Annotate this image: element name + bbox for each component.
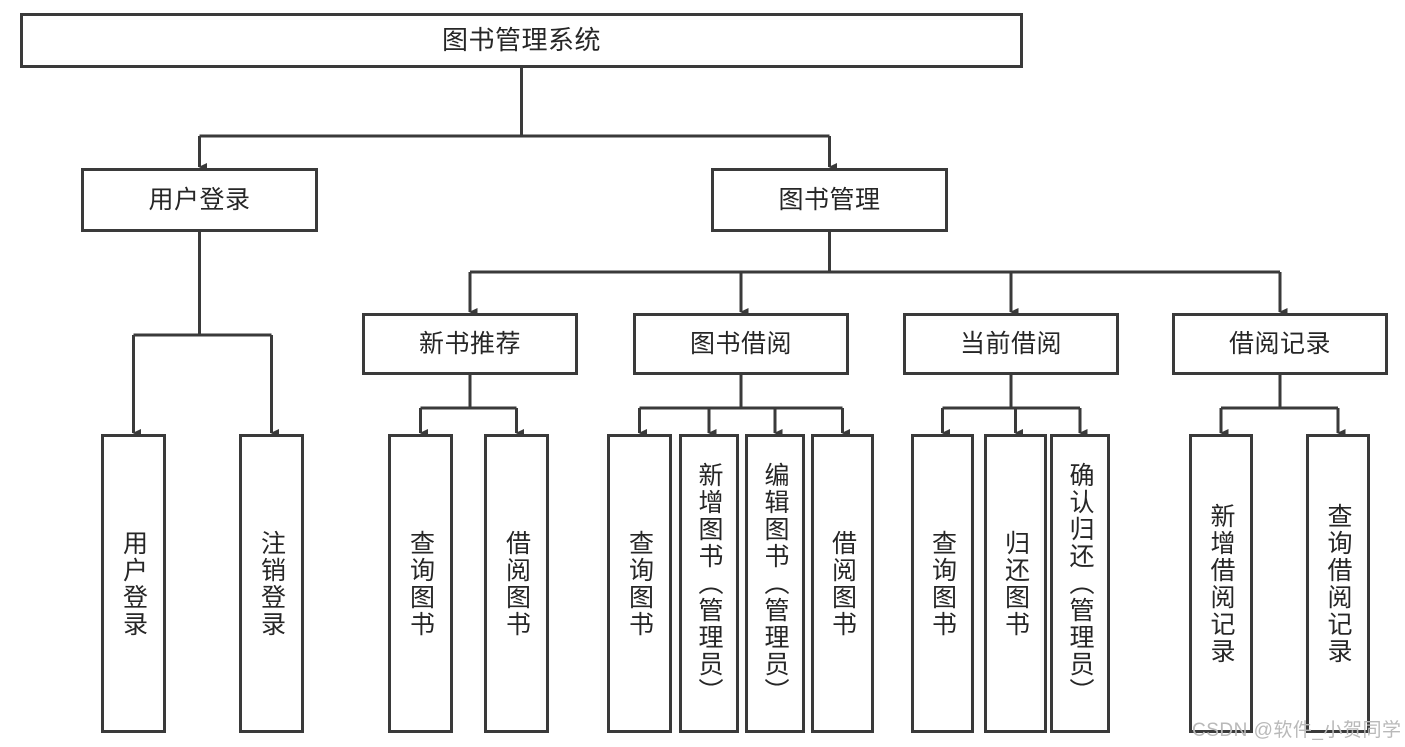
node-label: 用户登录 (119, 529, 148, 638)
connector-lines (132, 68, 1346, 438)
node-label: 图书借阅 (689, 329, 792, 358)
node-borrow-record[interactable]: 借阅记录 (1172, 313, 1388, 375)
node-label: 当前借阅 (959, 329, 1062, 358)
node-leaf-borrow-lend[interactable]: 借阅图书 (811, 434, 874, 733)
node-leaf-borrow-edit[interactable]: 编辑图书（管理员） (745, 434, 805, 733)
node-label: 图书管理系统 (441, 24, 601, 55)
node-label: 注销登录 (257, 529, 286, 638)
node-book-manage[interactable]: 图书管理 (711, 168, 948, 232)
node-leaf-user-logout[interactable]: 注销登录 (239, 434, 304, 733)
node-leaf-borrow-add[interactable]: 新增图书（管理员） (679, 434, 739, 733)
node-label: 新书推荐 (418, 329, 521, 358)
node-label: 用户登录 (148, 185, 251, 214)
node-new-book-rec[interactable]: 新书推荐 (362, 313, 578, 375)
node-leaf-cur-return[interactable]: 归还图书 (984, 434, 1047, 733)
node-label: 新增图书（管理员） (695, 462, 723, 705)
node-leaf-borrow-query[interactable]: 查询图书 (607, 434, 672, 733)
node-leaf-cur-query[interactable]: 查询图书 (911, 434, 974, 733)
node-label: 编辑图书（管理员） (761, 462, 789, 705)
node-label: 新增借阅记录 (1207, 502, 1235, 665)
node-leaf-cur-confirm[interactable]: 确认归还（管理员） (1050, 434, 1110, 733)
node-book-borrow[interactable]: 图书借阅 (633, 313, 849, 375)
node-leaf-rec-query[interactable]: 查询图书 (388, 434, 453, 733)
node-leaf-user-login[interactable]: 用户登录 (101, 434, 166, 733)
node-label: 归还图书 (1001, 529, 1030, 638)
node-label: 图书管理 (778, 185, 881, 214)
node-leaf-rec-query2[interactable]: 查询借阅记录 (1306, 434, 1370, 733)
watermark: CSDN @软件_小贺同学 (1192, 720, 1402, 741)
node-label: 借阅图书 (828, 529, 857, 638)
node-root[interactable]: 图书管理系统 (20, 13, 1023, 68)
node-leaf-rec-borrow[interactable]: 借阅图书 (484, 434, 549, 733)
node-label: 查询借阅记录 (1324, 502, 1352, 665)
node-current-borrow[interactable]: 当前借阅 (903, 313, 1119, 375)
node-label: 借阅图书 (502, 529, 531, 638)
node-label: 查询图书 (928, 529, 957, 638)
node-label: 确认归还（管理员） (1066, 462, 1094, 705)
node-label: 借阅记录 (1228, 329, 1331, 358)
node-user-login[interactable]: 用户登录 (81, 168, 318, 232)
node-label: 查询图书 (406, 529, 435, 638)
node-label: 查询图书 (625, 529, 654, 638)
node-leaf-rec-add[interactable]: 新增借阅记录 (1189, 434, 1253, 733)
